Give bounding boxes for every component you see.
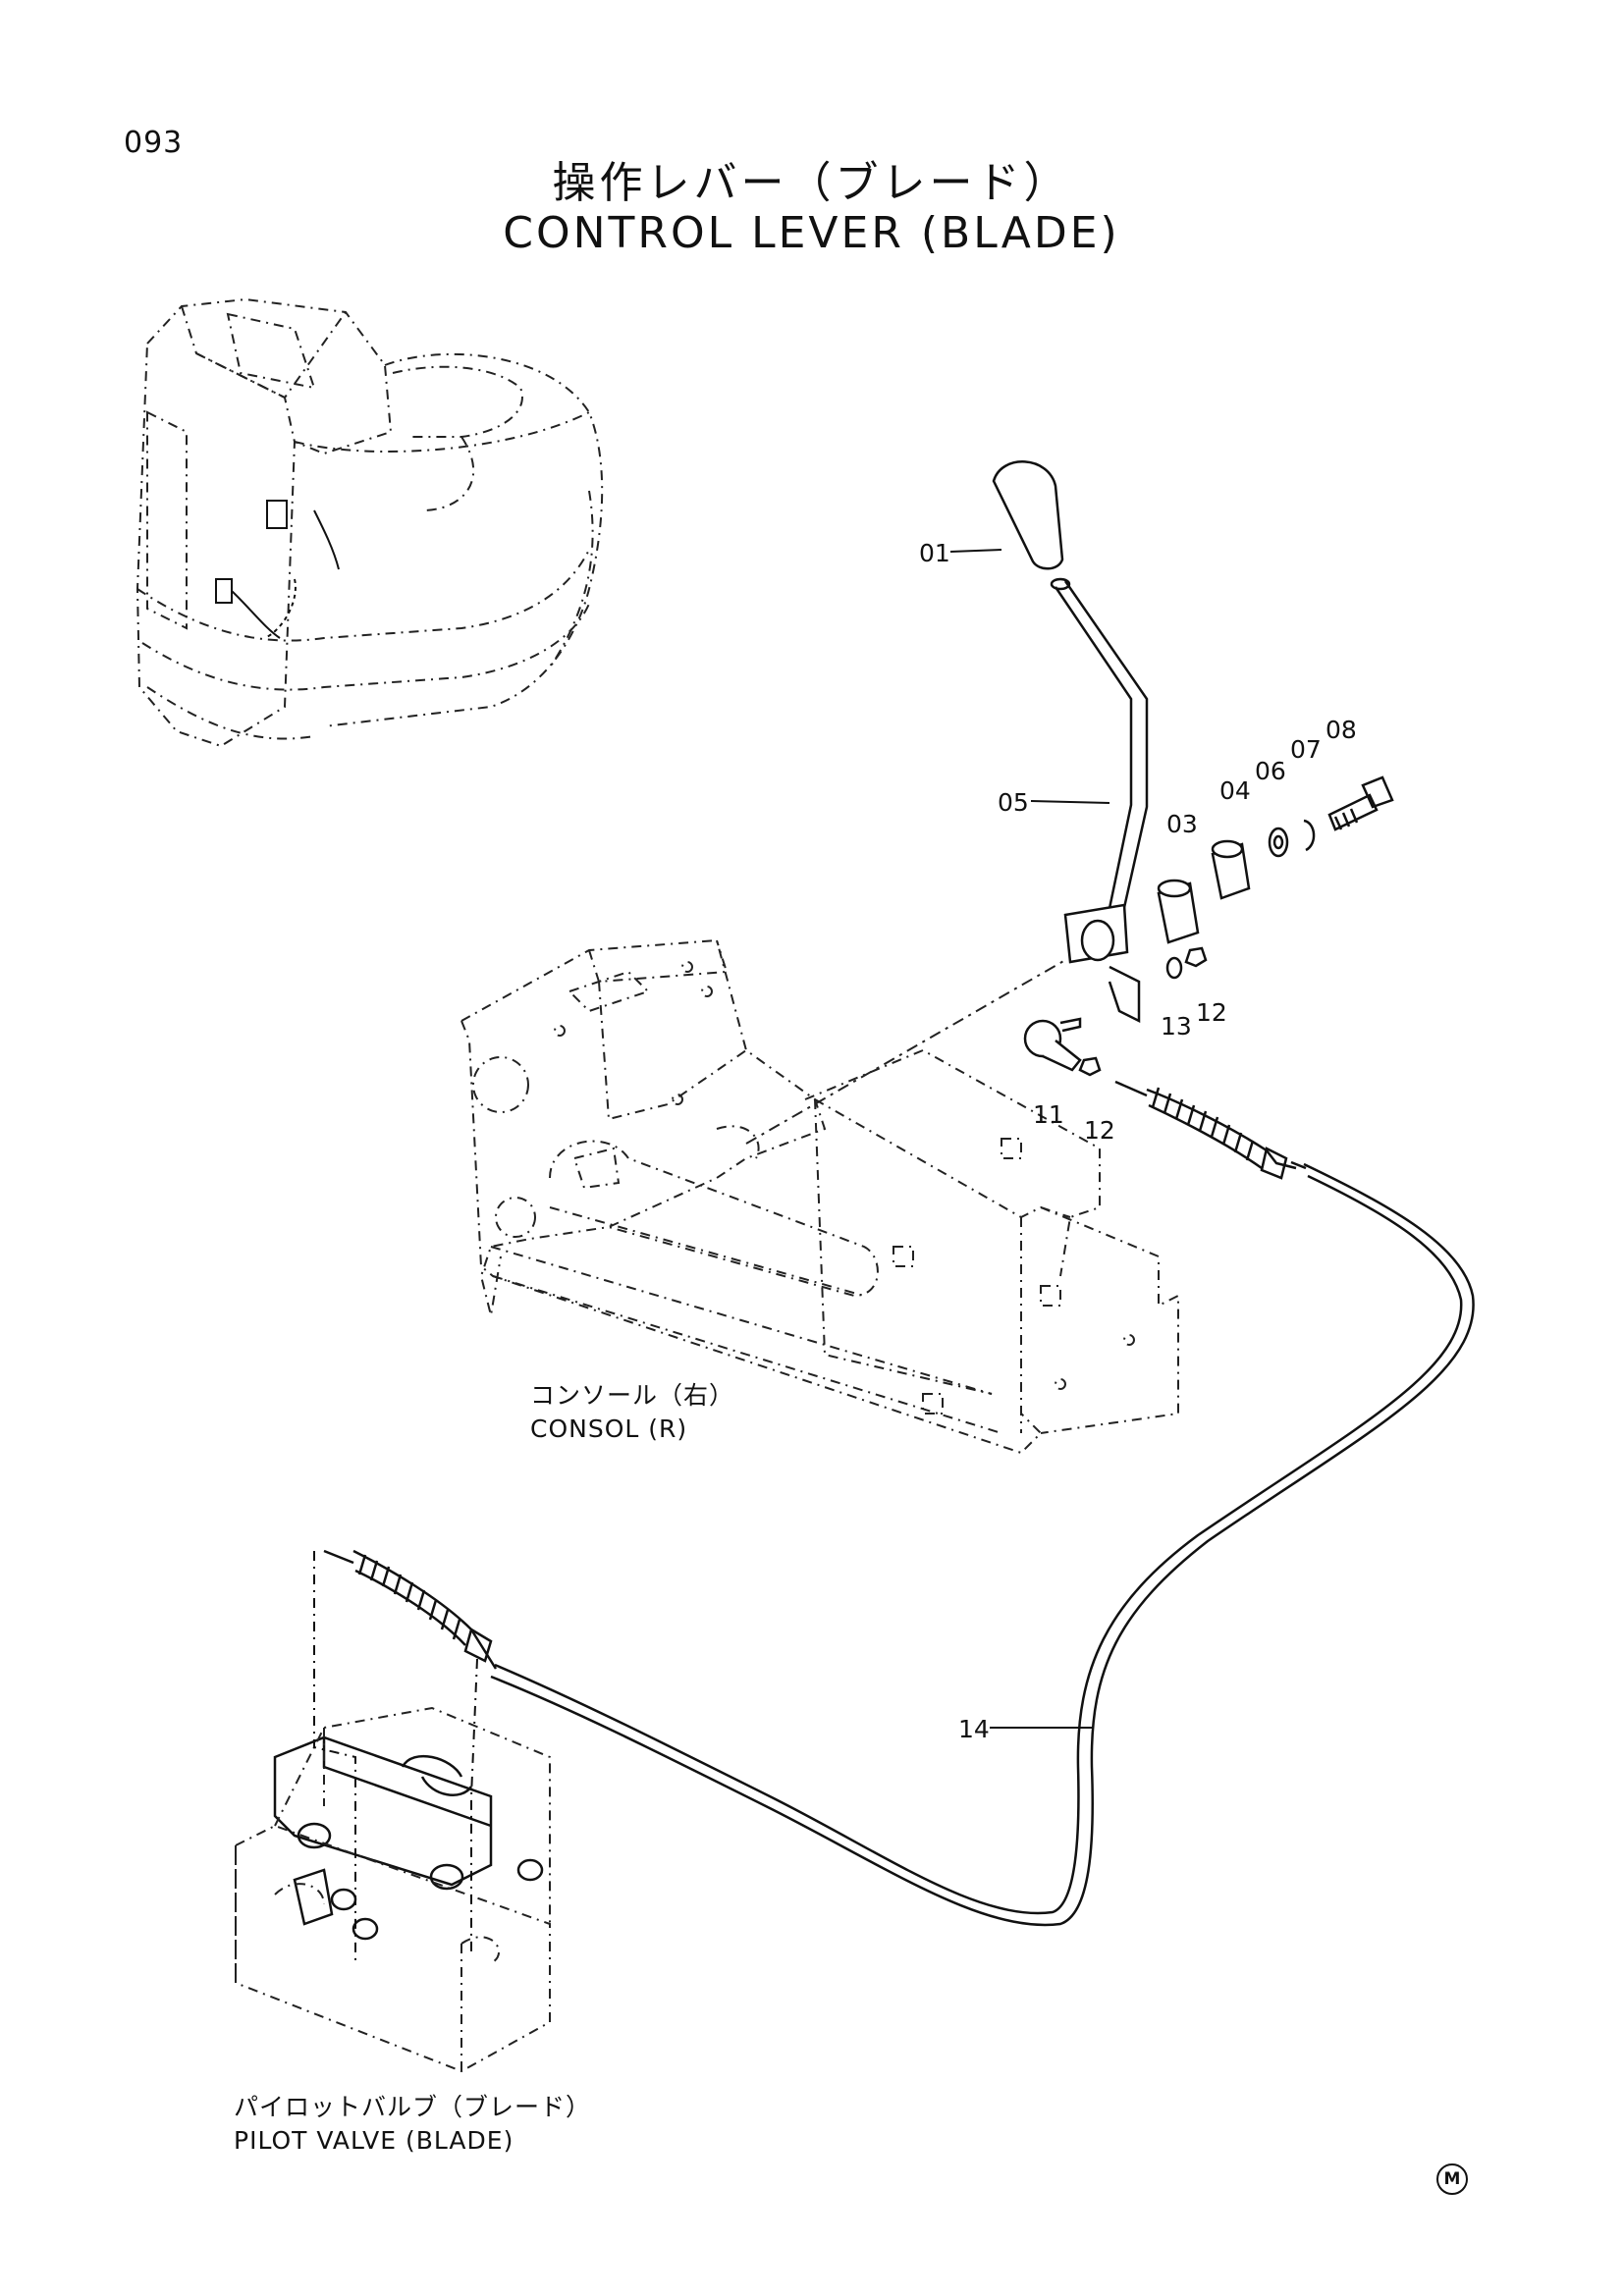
cable-upper-end [1114,1080,1307,1180]
callout-08: 08 [1325,716,1357,744]
circled-m-mark: M [1436,2163,1468,2195]
callout-07: 07 [1290,735,1322,764]
console-frame-illustration [460,938,1179,1455]
callout-13: 13 [1161,1012,1192,1041]
callout-04: 04 [1219,776,1251,805]
pilot-valve-caption-english: PILOT VALVE (BLADE) [234,2126,514,2155]
valve-leader-lines [313,1551,478,1963]
lever-block [1063,903,1141,1024]
pilot-valve-bracket [235,1706,551,2073]
callout-03: 03 [1166,810,1198,838]
console-caption: コンソール（右） CONSOL (R) [530,1379,734,1446]
lever-knob [992,460,1064,570]
assembly-line [745,959,1066,1145]
callout-numbers: 01 05 03 04 06 07 08 13 12 11 12 14 [919,539,1357,1743]
small-fasteners-upper [1165,946,1208,980]
pilot-valve-caption: パイロットバルブ（ブレード） PILOT VALVE (BLADE) [234,2091,591,2158]
callout-11: 11 [1033,1100,1064,1129]
lever-rod [1050,577,1149,922]
callout-14: 14 [958,1715,990,1743]
cable-lower-end [323,1549,498,1670]
control-cable [490,1162,1475,1927]
callout-05: 05 [998,788,1029,817]
diagram-title-japanese: 操作レバー（ブレード） [552,158,1071,208]
callout-12-lower: 12 [1084,1116,1115,1145]
pilot-valve-illustration [273,1735,544,1941]
pilot-valve-caption-japanese: パイロットバルブ（ブレード） [234,2093,592,2121]
callout-06: 06 [1255,757,1286,785]
console-caption-english: CONSOL (R) [530,1415,688,1443]
callout-01: 01 [919,539,950,567]
callout-leaders [949,549,1110,1729]
ball-joint [1023,1017,1102,1077]
machine-overview-solid-parts [215,500,340,639]
machine-overview-illustration [135,297,604,748]
page-number: 093 [124,126,184,160]
console-caption-japanese: コンソール（右） [530,1381,735,1410]
callout-12-upper: 12 [1196,998,1227,1027]
diagram-title-english: CONTROL LEVER (BLADE) [503,208,1120,258]
fastener-parts [1268,775,1394,858]
bushing-parts [1157,839,1251,944]
